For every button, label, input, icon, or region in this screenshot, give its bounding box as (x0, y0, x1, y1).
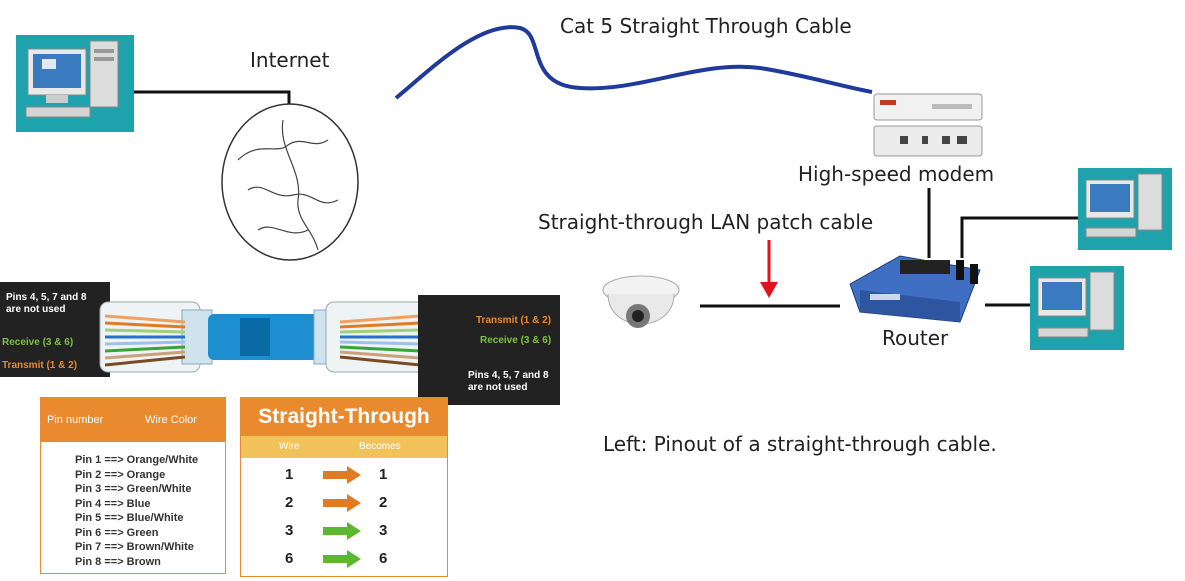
computer-icon (16, 35, 134, 132)
left-transmit-label: Transmit (1 & 2) (2, 360, 78, 371)
left-label-panel: Pins 4, 5, 7 and 8 are not used Receive … (0, 282, 110, 377)
camera-icon (602, 275, 680, 328)
pin-list: Pin 1 ==> Orange/White Pin 2 ==> Orange … (75, 453, 198, 569)
left-receive-label: Receive (3 & 6) (2, 337, 74, 348)
becomes-cell: 1 (379, 466, 388, 483)
list-item: Pin 2 ==> Orange (75, 468, 166, 481)
green-arrow-icon (323, 522, 361, 540)
left-note-line2: are not used (6, 304, 66, 315)
cable-connectors (99, 301, 427, 373)
right-transmit-label: Transmit (1 & 2) (476, 315, 552, 326)
orange-arrow-icon (323, 466, 361, 484)
list-item: Pin 8 ==> Brown (75, 555, 161, 568)
table-row: 3 3 (241, 516, 447, 546)
wire-cell: 2 (285, 494, 294, 511)
globe-icon (221, 103, 359, 261)
wire-cell: 3 (285, 522, 294, 539)
lan-cable-label: Straight-through LAN patch cable (538, 210, 874, 234)
right-note-line2: are not used (468, 382, 528, 393)
modem-label: High-speed modem (798, 162, 995, 186)
becomes-cell: 3 (379, 522, 388, 539)
pin-number-header: Pin number (47, 414, 104, 426)
list-item: Pin 7 ==> Brown/White (75, 541, 194, 553)
computer-icon (1078, 168, 1172, 250)
modem-icon (873, 93, 983, 157)
table-row: 1 1 (241, 460, 447, 490)
straight-through-subheader: Wire Becomes (241, 436, 447, 458)
wire-color-header: Wire Color (145, 414, 197, 426)
straight-through-table: Straight-Through Wire Becomes 1 1 2 2 3 … (240, 397, 448, 577)
cat5-cable (394, 25, 873, 100)
right-receive-label: Receive (3 & 6) (480, 335, 552, 346)
cable-title: Cat 5 Straight Through Cable (560, 14, 852, 38)
router-label: Router (882, 326, 949, 350)
becomes-cell: 6 (379, 550, 388, 567)
red-arrow-icon (760, 282, 778, 298)
green-arrow-icon (323, 550, 361, 568)
becomes-header: Becomes (359, 441, 401, 452)
wire-cell: 1 (285, 466, 294, 483)
straight-through-title: Straight-Through (241, 398, 447, 436)
wire-header: Wire (279, 441, 300, 452)
orange-arrow-icon (323, 494, 361, 512)
caption: Left: Pinout of a straight-through cable… (603, 432, 997, 456)
list-item: Pin 4 ==> Blue (75, 497, 151, 510)
router-pc1-line (960, 216, 1078, 258)
list-item: Pin 5 ==> Blue/White (75, 512, 184, 524)
right-label-panel: Transmit (1 & 2) Receive (3 & 6) Pins 4,… (418, 295, 560, 405)
computer-icon (1030, 266, 1124, 350)
list-item: Pin 1 ==> Orange/White (75, 454, 199, 466)
table-row: 2 2 (241, 488, 447, 518)
table-row: 6 6 (241, 544, 447, 574)
becomes-cell: 2 (379, 494, 388, 511)
pin-color-table: Pin number Wire Color Pin 1 ==> Orange/W… (40, 397, 226, 574)
left-note-line1: Pins 4, 5, 7 and 8 (6, 292, 87, 303)
right-note-line1: Pins 4, 5, 7 and 8 (468, 370, 549, 381)
list-item: Pin 6 ==> Green (75, 526, 159, 539)
pin-table-header: Pin number Wire Color (41, 398, 225, 442)
internet-label: Internet (250, 48, 330, 72)
list-item: Pin 3 ==> Green/White (75, 483, 192, 495)
wire-cell: 6 (285, 550, 294, 567)
router-icon (849, 255, 981, 323)
